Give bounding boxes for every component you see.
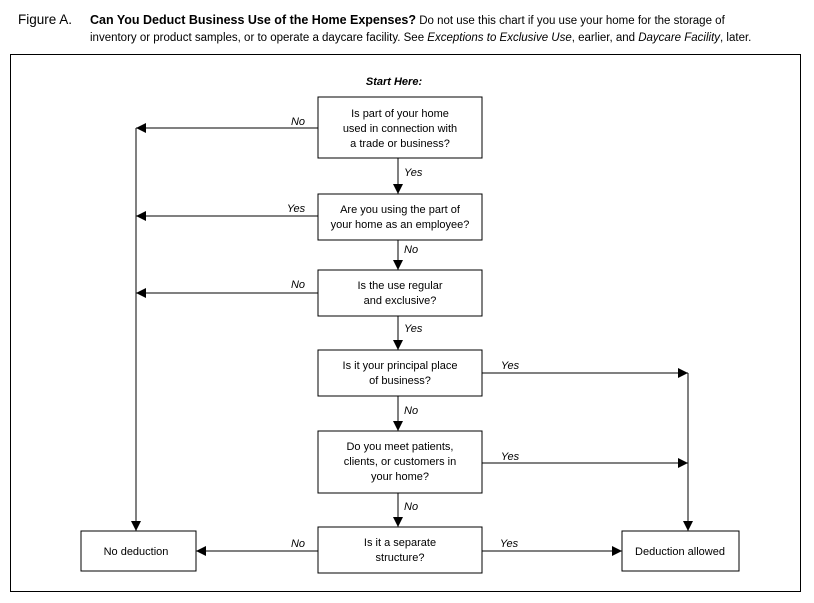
label-q4-no: No [404, 405, 418, 417]
question-4-line-2: of business? [369, 375, 431, 387]
question-5-line-1: Do you meet patients, [346, 441, 453, 453]
question-box-meet-clients [317, 430, 483, 494]
label-q6-no: No [291, 538, 305, 550]
label-q5-no: No [404, 501, 418, 513]
label-q4-yes: Yes [501, 360, 520, 372]
caption-text-d: , later. [720, 32, 752, 44]
question-6-line-2: structure? [376, 552, 425, 564]
figure-title: Can You Deduct Business Use of the Home … [90, 13, 417, 27]
label-q2-no: No [404, 244, 418, 256]
caption-text-a: Do not use this chart if you use your ho… [416, 15, 725, 27]
question-1-line-2: used in connection with [343, 123, 457, 135]
question-box-regular-exclusive [317, 269, 483, 317]
question-1-line-1: Is part of your home [351, 108, 449, 120]
question-3-line-2: and exclusive? [364, 295, 437, 307]
question-box-principal-place [317, 349, 483, 397]
label-q6-yes: Yes [500, 538, 519, 550]
label-q2-yes: Yes [287, 203, 306, 215]
question-6-line-1: Is it a separate [364, 537, 436, 549]
caption-ref-daycare: Daycare Facility [638, 32, 721, 44]
question-2-line-2: your home as an employee? [331, 219, 470, 231]
question-5-line-2: clients, or customers in [344, 456, 456, 468]
question-box-trade-or-business [317, 96, 483, 159]
caption-ref-exclusive-use: Exceptions to Exclusive Use [427, 32, 572, 44]
outcome-box-no-deduction [80, 530, 197, 572]
flowchart-frame [10, 54, 801, 592]
label-q3-yes: Yes [404, 323, 423, 335]
label-q1-no: No [291, 116, 305, 128]
question-5-line-3: your home? [371, 471, 429, 483]
caption-text-b: inventory or product samples, or to oper… [90, 32, 428, 44]
question-4-line-1: Is it your principal place [343, 360, 458, 372]
question-box-separate-structure [317, 526, 483, 574]
start-here-label: Start Here: [366, 76, 423, 88]
outcome-no-deduction: No deduction [104, 546, 169, 558]
caption-line-1: Can You Deduct Business Use of the Home … [90, 11, 725, 30]
question-2-line-1: Are you using the part of [340, 204, 461, 216]
label-q5-yes: Yes [501, 451, 520, 463]
label-q3-no: No [291, 279, 305, 291]
caption-line-2: inventory or product samples, or to oper… [90, 29, 751, 47]
caption-text-c: , earlier, and [571, 32, 639, 44]
question-3-line-1: Is the use regular [358, 280, 443, 292]
outcome-deduction-allowed: Deduction allowed [635, 546, 725, 558]
question-box-employee [317, 193, 483, 241]
question-1-line-3: a trade or business? [350, 138, 450, 150]
label-q1-yes: Yes [404, 167, 423, 179]
figure-label: Figure A. [18, 12, 73, 27]
outcome-box-deduction-allowed [621, 530, 740, 572]
